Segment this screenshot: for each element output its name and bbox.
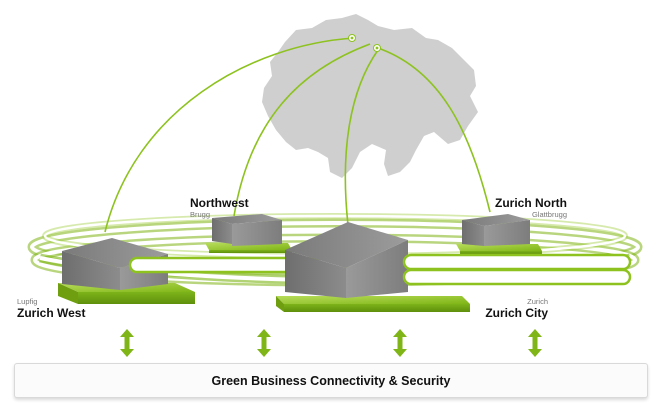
site-label-zurich-west: Lupfig Zurich West [17, 297, 85, 320]
arrow-up-down-icon [257, 329, 271, 357]
arc-zurich-city [344, 49, 379, 226]
site-name: Northwest [190, 196, 249, 210]
arc-northwest [233, 43, 371, 217]
site-town: Zurich [527, 297, 548, 306]
site-town: Lupfig [17, 297, 38, 306]
site-label-zurich-city: Zurich Zurich City [470, 297, 548, 320]
switzerland-map [262, 14, 478, 178]
arc-zurich-north [377, 47, 491, 213]
arrow-up-down-icon [528, 329, 542, 357]
building-northwest [205, 214, 292, 253]
site-name: Zurich City [485, 306, 548, 320]
site-label-northwest: Northwest Brugg [190, 197, 249, 220]
site-town: Brugg [190, 210, 211, 219]
site-label-zurich-north: Zurich North Glattbrugg [460, 197, 567, 220]
site-name: Zurich North [495, 196, 567, 210]
building-zurich-north [456, 214, 542, 254]
banner-label: Green Business Connectivity & Security [211, 373, 451, 388]
uplink-arcs [104, 37, 491, 233]
arc-zurich-west [104, 37, 355, 233]
building-zurich-west [58, 238, 322, 304]
arrow-up-down-icon [120, 329, 134, 357]
arrow-up-down-icon [393, 329, 407, 357]
connectivity-arrows [120, 329, 542, 357]
building-zurich-city [276, 222, 632, 312]
site-town: Glattbrugg [531, 210, 567, 219]
map-nodes [348, 34, 381, 52]
connectivity-banner: Green Business Connectivity & Security [14, 363, 648, 398]
site-name: Zurich West [17, 306, 86, 320]
